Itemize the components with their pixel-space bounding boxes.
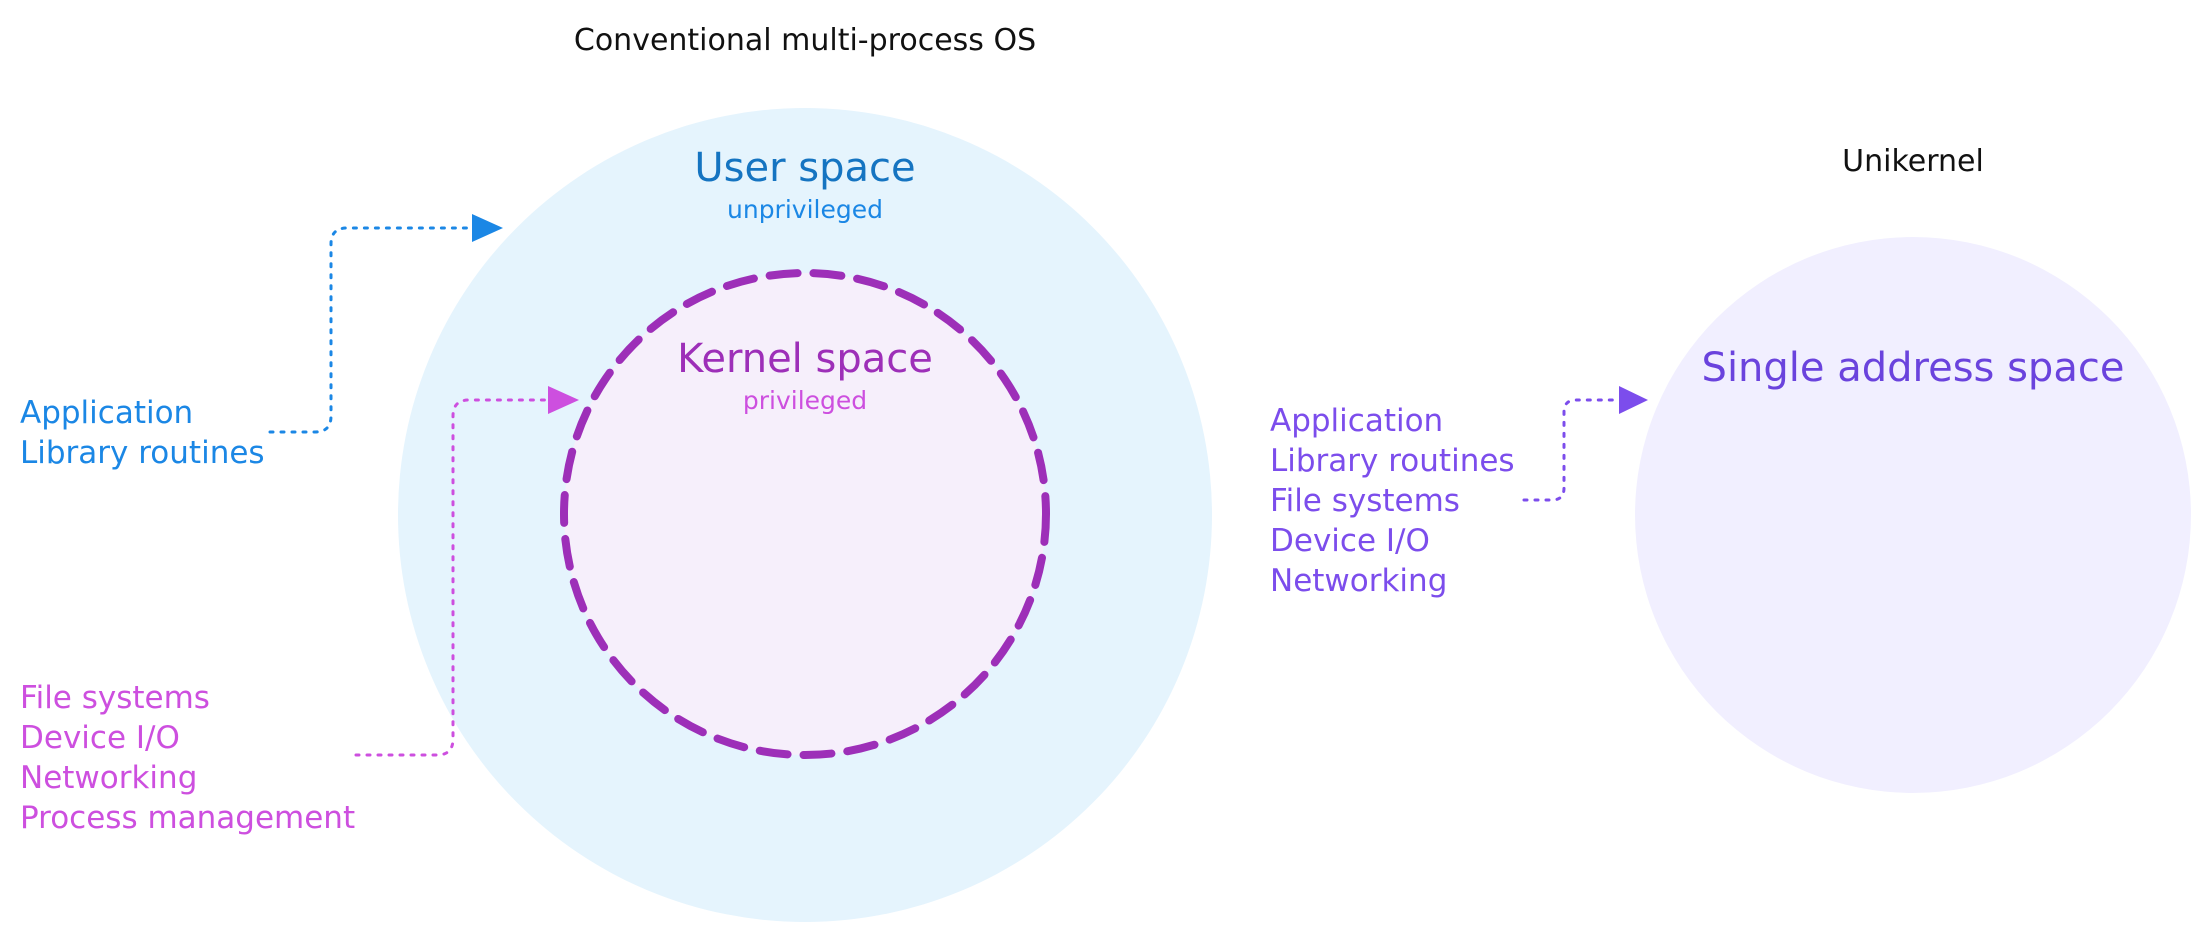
unikernel-item-file-systems: File systems (1270, 483, 1460, 519)
single-address-space-circle (1635, 237, 2191, 793)
kernel-space-label: Kernel space (677, 336, 933, 382)
kernel-item-device-io: Device I/O (20, 720, 180, 756)
user-space-sublabel: unprivileged (727, 195, 883, 224)
unikernel-connector-arrowhead (1619, 386, 1648, 414)
unikernel-item-device-io: Device I/O (1270, 523, 1430, 559)
kernel-item-process-management: Process management (20, 800, 355, 836)
user-item-application: Application (20, 395, 193, 431)
single-address-space-label: Single address space (1702, 345, 2125, 391)
kernel-item-file-systems: File systems (20, 680, 210, 716)
unikernel-title: Unikernel (1842, 144, 1984, 179)
unikernel-item-library-routines: Library routines (1270, 443, 1515, 479)
kernel-connector-line (354, 398, 550, 757)
kernel-item-networking: Networking (20, 760, 197, 796)
kernel-connector-arrowhead (548, 386, 579, 414)
unikernel-item-networking: Networking (1270, 563, 1447, 599)
unikernel-connector-line (1522, 398, 1621, 502)
kernel-space-circle (560, 269, 1050, 759)
user-connector-arrowhead (472, 214, 503, 242)
user-space-label: User space (694, 145, 915, 191)
kernel-space-sublabel: privileged (743, 386, 867, 415)
user-item-library-routines: Library routines (20, 435, 265, 471)
user-connector-line (268, 226, 474, 434)
conventional-os-title: Conventional multi-process OS (574, 23, 1036, 58)
unikernel-item-application: Application (1270, 403, 1443, 439)
